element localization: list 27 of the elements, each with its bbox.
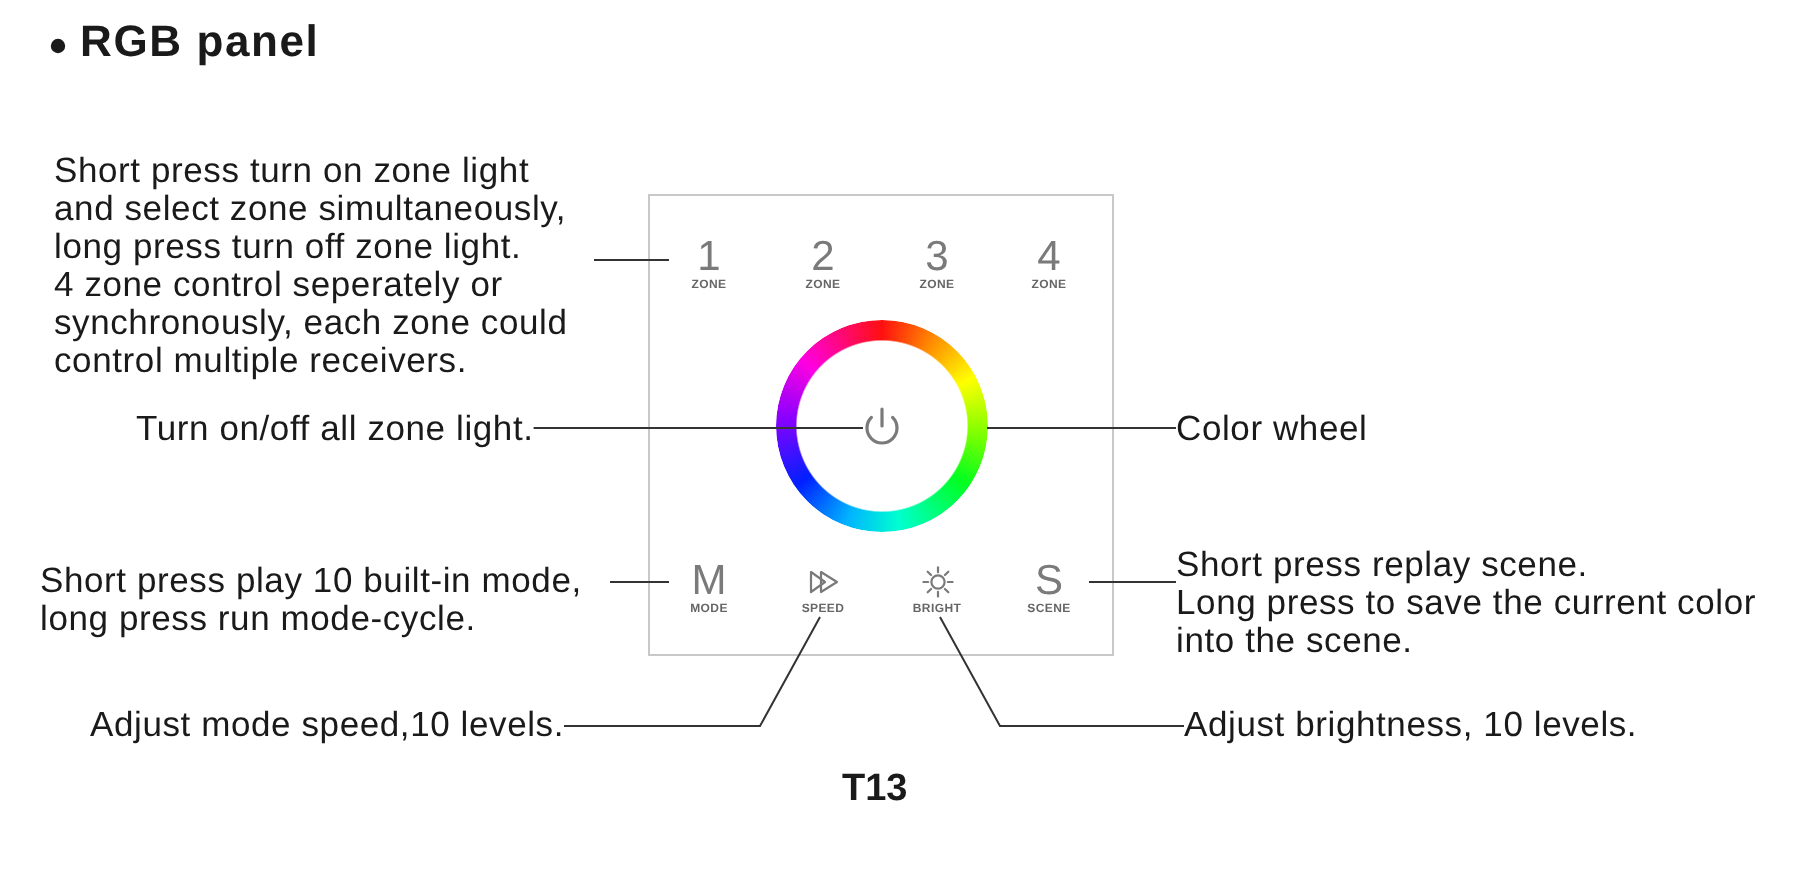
title: RGB panel	[80, 16, 320, 68]
leader-line	[986, 427, 1177, 429]
key-symbol: S	[1034, 561, 1063, 601]
callout-text: Short press replay scene.	[1176, 546, 1588, 584]
leader-line	[939, 616, 1185, 727]
power-icon	[863, 405, 899, 445]
leader-line	[1088, 581, 1177, 583]
key-symbol: M	[691, 561, 727, 601]
key-symbol: 2	[811, 237, 835, 277]
callout-text: Short press turn on zone light and select zone simultaneously, long press turn off zone light.	[54, 152, 569, 266]
callout-text: Turn on/off all zone light.	[136, 410, 534, 448]
color-wheel	[775, 319, 987, 531]
caption: T13	[842, 768, 908, 812]
leader-line	[563, 616, 821, 727]
key-symbol: 3	[925, 237, 949, 277]
callout-text: 4 zone control seperately or synchronously, each zone could control multiple receivers.	[54, 266, 570, 380]
callout-text: Color wheel	[1176, 410, 1368, 448]
callout-text: Adjust mode speed,10 levels.	[90, 706, 565, 744]
leader-line	[609, 581, 670, 583]
callout-text: Long press to save the current color into the scene.	[1176, 584, 1758, 660]
leader-line	[593, 259, 670, 261]
touch-panel	[648, 194, 1114, 656]
key-symbol: 1	[697, 237, 721, 277]
leader-line	[532, 427, 864, 429]
callout-text: Adjust brightness, 10 levels.	[1184, 706, 1638, 744]
callout-text: Short press play 10 built-in mode, long press run mode-cycle.	[40, 562, 584, 638]
key-symbol: 4	[1037, 237, 1061, 277]
